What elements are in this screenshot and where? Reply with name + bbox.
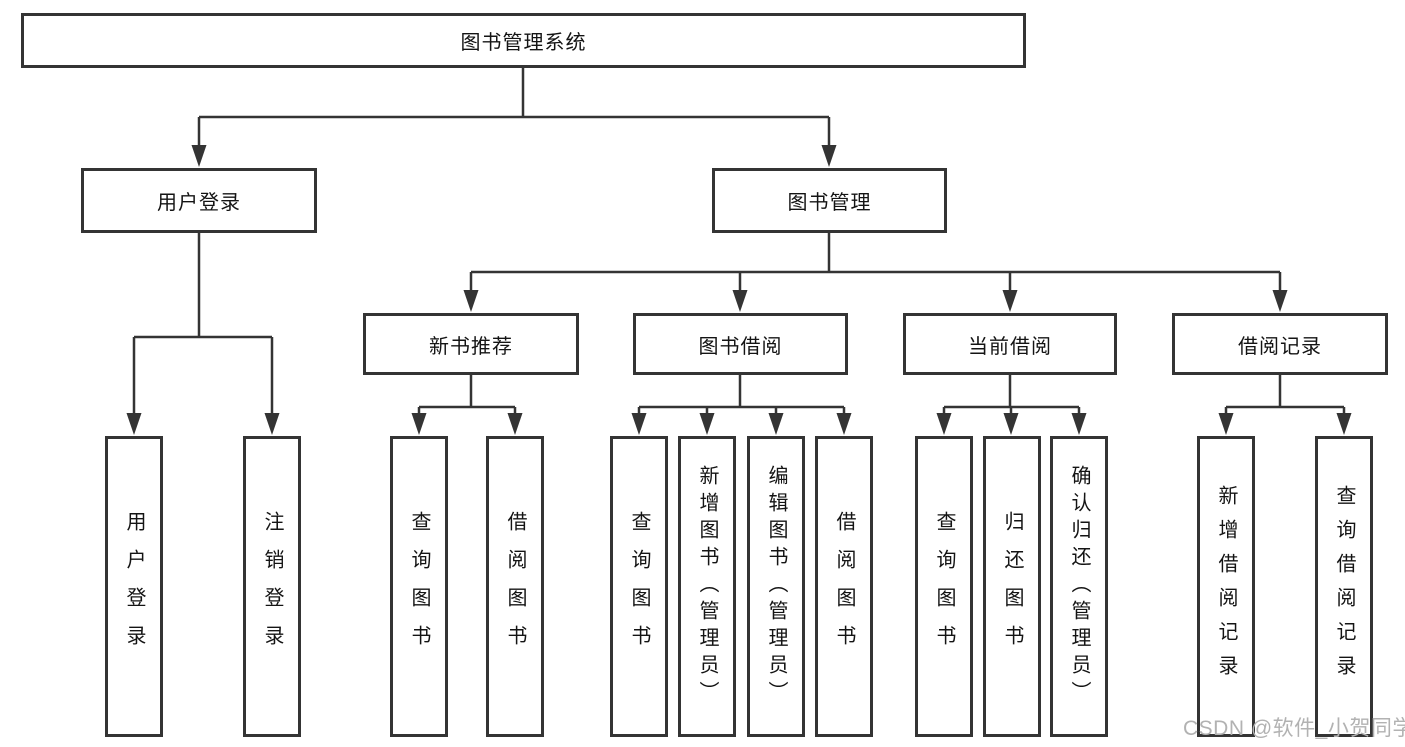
node-label: 图书管理 [787, 192, 872, 214]
node-label: 查询图书 [408, 510, 430, 663]
leaf-logout: 注销登录 [243, 436, 301, 737]
node-label: 用户登录 [123, 510, 145, 663]
node-label: 查询图书 [628, 510, 650, 663]
node-label: 图书借阅 [698, 335, 783, 358]
leaf-edit-books-admin: 编辑图书（管理员） [747, 436, 805, 737]
watermark: CSDN @软件_小贺同学 [1183, 717, 1405, 740]
node-new-book-recommend: 新书推荐 [363, 313, 579, 375]
leaf-add-books-admin: 新增图书（管理员） [678, 436, 736, 737]
node-label: 当前借阅 [968, 335, 1052, 358]
node-root: 图书管理系统 [21, 13, 1026, 68]
leaf-query-books: 查询图书 [610, 436, 668, 737]
leaf-confirm-return-admin: 确认归还（管理员） [1050, 436, 1108, 737]
node-label: 新书推荐 [429, 335, 513, 358]
node-label: 图书管理系统 [460, 32, 587, 54]
leaf-borrow-books: 借阅图书 [815, 436, 873, 737]
node-label: 注销登录 [261, 510, 283, 663]
node-label: 归还图书 [1001, 510, 1023, 663]
node-book-management: 图书管理 [712, 168, 947, 233]
leaf-add-borrow-record: 新增借阅记录 [1197, 436, 1255, 737]
node-current-borrow: 当前借阅 [903, 313, 1117, 375]
leaf-query-books: 查询图书 [915, 436, 973, 737]
node-label: 借阅记录 [1238, 335, 1322, 358]
leaf-user-login: 用户登录 [105, 436, 163, 737]
leaf-query-borrow-record: 查询借阅记录 [1315, 436, 1373, 737]
node-label: 查询图书 [933, 510, 955, 663]
node-label: 编辑图书（管理员） [765, 465, 787, 708]
node-label: 借阅图书 [504, 510, 526, 663]
node-borrow-record: 借阅记录 [1172, 313, 1388, 375]
leaf-query-books: 查询图书 [390, 436, 448, 737]
node-label: 确认归还（管理员） [1068, 465, 1090, 708]
node-label: 查询借阅记录 [1333, 484, 1355, 689]
node-label: 借阅图书 [833, 510, 855, 663]
leaf-return-books: 归还图书 [983, 436, 1041, 737]
node-label: 新增借阅记录 [1215, 484, 1237, 689]
node-label: 用户登录 [157, 192, 241, 214]
node-label: 新增图书（管理员） [696, 465, 718, 708]
node-user-login: 用户登录 [81, 168, 317, 233]
leaf-borrow-books: 借阅图书 [486, 436, 544, 737]
node-book-borrow: 图书借阅 [633, 313, 848, 375]
